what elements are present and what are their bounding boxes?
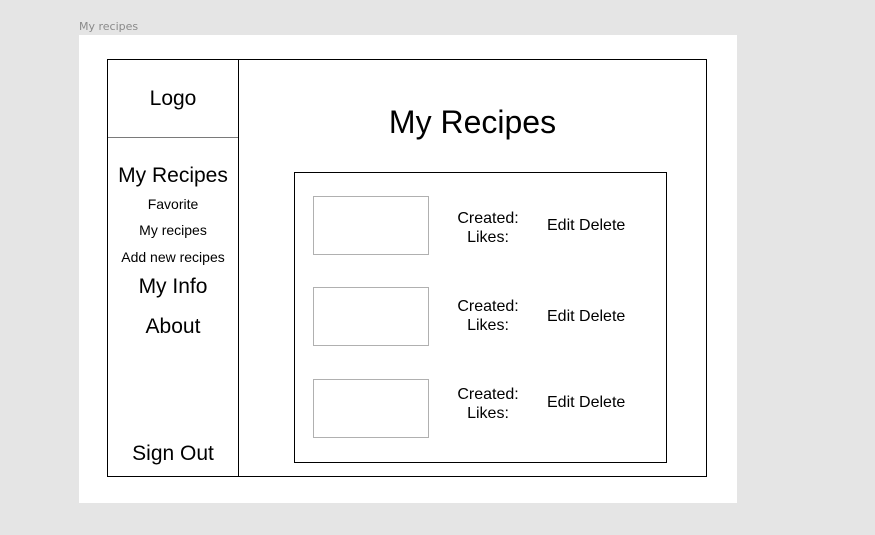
main-content: My Recipes Created: Likes: Edit Delete xyxy=(239,60,706,476)
recipe-row: Created: Likes: Edit Delete xyxy=(295,196,666,256)
logo[interactable]: Logo xyxy=(108,60,238,138)
sidebar-item-favorite[interactable]: Favorite xyxy=(147,196,199,212)
recipe-thumbnail[interactable] xyxy=(313,287,429,346)
recipe-row: Created: Likes: Edit Delete xyxy=(295,379,666,439)
page-title: My Recipes xyxy=(388,104,557,140)
created-label: Created: xyxy=(457,298,519,315)
edit-button[interactable]: Edit xyxy=(547,217,575,234)
wireframe-canvas: Logo My Recipes Favorite My recipes Add … xyxy=(79,35,737,503)
recipe-meta: Created: Likes: xyxy=(453,209,523,247)
sign-out-button[interactable]: Sign Out xyxy=(132,442,214,465)
delete-button[interactable]: Delete xyxy=(579,308,626,325)
edit-button[interactable]: Edit xyxy=(547,394,575,411)
edit-button[interactable]: Edit xyxy=(547,308,575,325)
recipe-actions: Edit Delete xyxy=(547,394,625,412)
recipe-meta: Created: Likes: xyxy=(453,297,523,335)
recipe-thumbnail[interactable] xyxy=(313,196,429,255)
recipe-actions: Edit Delete xyxy=(547,308,625,326)
sidebar-item-add-new-recipes[interactable]: Add new recipes xyxy=(121,249,225,265)
likes-label: Likes: xyxy=(467,317,509,334)
sidebar-item-my-recipes[interactable]: My recipes xyxy=(139,222,207,238)
recipe-meta: Created: Likes: xyxy=(453,385,523,423)
delete-button[interactable]: Delete xyxy=(579,394,626,411)
recipe-thumbnail[interactable] xyxy=(313,379,429,438)
created-label: Created: xyxy=(457,386,519,403)
recipe-actions: Edit Delete xyxy=(547,217,625,235)
delete-button[interactable]: Delete xyxy=(579,217,626,234)
created-label: Created: xyxy=(457,210,519,227)
recipe-list: Created: Likes: Edit Delete Created: Lik… xyxy=(294,172,667,463)
frame-label: My recipes xyxy=(79,20,139,33)
sidebar-item-my-info[interactable]: My Info xyxy=(138,275,208,298)
sidebar: Logo My Recipes Favorite My recipes Add … xyxy=(108,60,239,476)
likes-label: Likes: xyxy=(467,405,509,422)
sidebar-item-about[interactable]: About xyxy=(145,315,201,338)
sidebar-section-my-recipes[interactable]: My Recipes xyxy=(118,164,228,187)
app-window: Logo My Recipes Favorite My recipes Add … xyxy=(107,59,707,477)
likes-label: Likes: xyxy=(467,229,509,246)
recipe-row: Created: Likes: Edit Delete xyxy=(295,287,666,347)
